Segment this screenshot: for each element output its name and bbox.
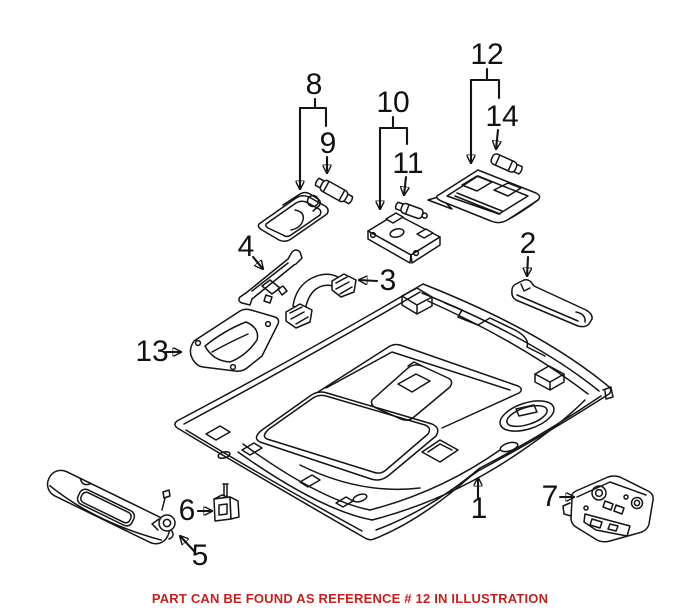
callout-7: 7 <box>541 480 559 513</box>
part-2-bracket-strip <box>511 279 593 328</box>
callout-11: 11 <box>392 147 424 180</box>
callout-9: 9 <box>319 127 337 160</box>
callout-4: 4 <box>237 230 255 263</box>
part-6-visor-mount <box>213 483 240 522</box>
part-13-trim-panel <box>189 308 280 372</box>
part-4-bracket <box>238 249 303 306</box>
part-14-bulb <box>490 153 523 175</box>
part-10-lamp <box>367 212 441 264</box>
part-7-overhead-console <box>562 475 654 543</box>
part-1-headliner <box>174 283 614 541</box>
callout-3: 3 <box>379 264 397 297</box>
callout-12: 12 <box>470 38 504 71</box>
callout-8: 8 <box>305 68 323 101</box>
callout-10: 10 <box>376 86 410 119</box>
part-11-bulb <box>394 201 428 220</box>
part-3-grab-handle <box>285 273 357 329</box>
part-9-bulb <box>314 177 354 205</box>
callout-leaders <box>164 67 576 553</box>
part-5-visor-clip <box>151 489 176 540</box>
callout-2: 2 <box>519 227 537 260</box>
reference-note: PART CAN BE FOUND AS REFERENCE # 12 IN I… <box>151 591 549 606</box>
callout-13: 13 <box>135 335 169 368</box>
callout-1: 1 <box>470 492 488 525</box>
callout-5: 5 <box>191 539 209 572</box>
callout-6: 6 <box>178 494 196 527</box>
part-8-lamp-housing <box>257 191 329 243</box>
sun-visor <box>46 469 171 545</box>
callout-14: 14 <box>485 100 519 133</box>
part-12-roof-function-panel <box>427 169 541 224</box>
